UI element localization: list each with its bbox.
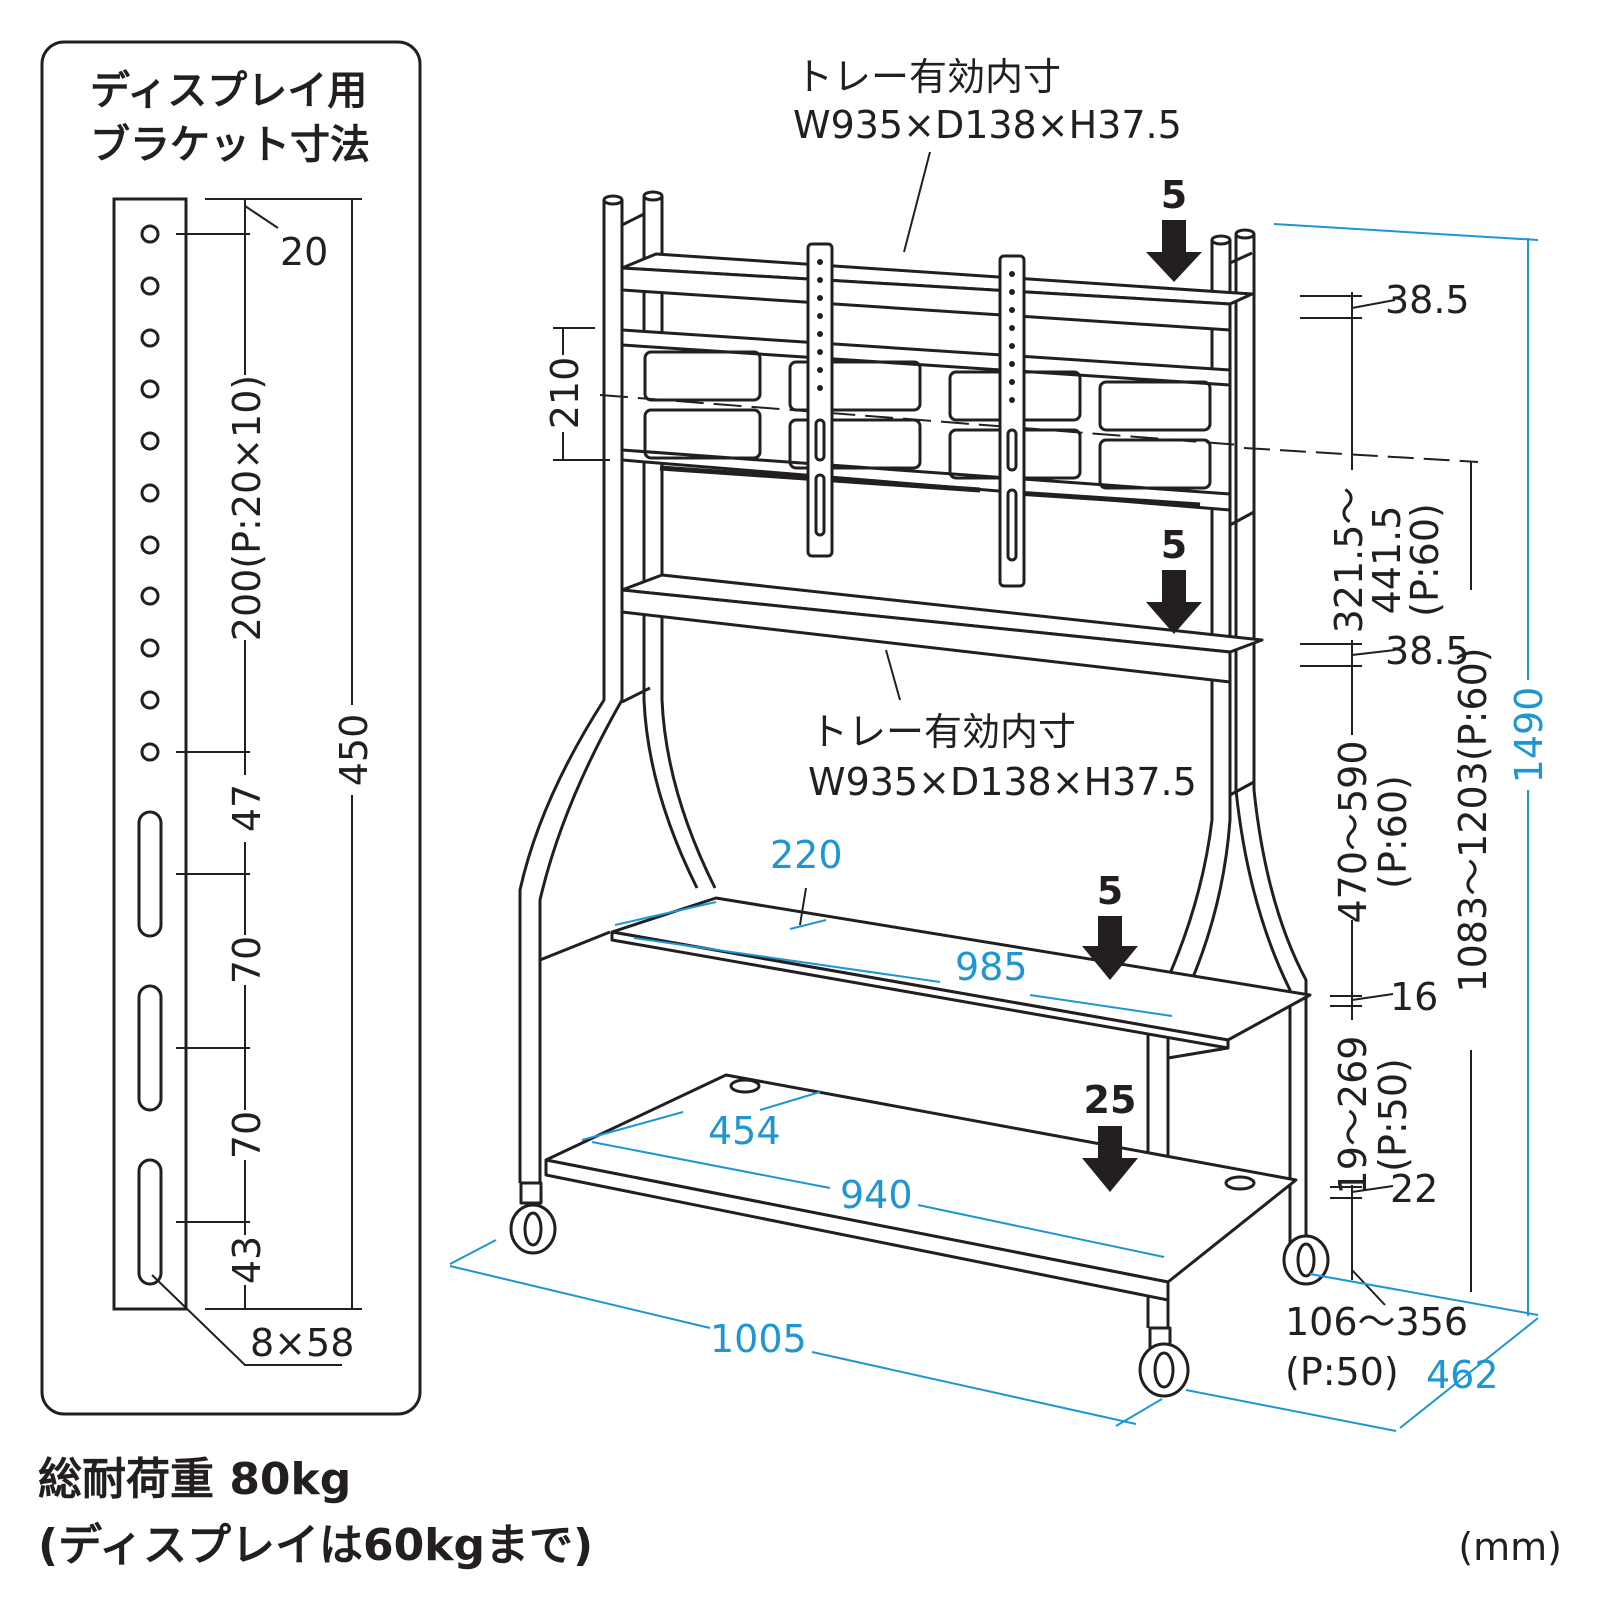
caster-right-back [1282, 1234, 1330, 1286]
dim-22: 22 [1390, 1167, 1438, 1211]
bracket-slots [137, 810, 163, 1286]
bracket-title-line1: ディスプレイ用 [90, 68, 367, 114]
dim-210-group: 210 [543, 327, 610, 461]
tray-callouts: トレー有効内寸 W935×D138×H37.5 トレー有効内寸 W935×D13… [793, 55, 1197, 804]
unit-label: (mm) [1458, 1525, 1562, 1569]
dim-321-line1: 321.5～ [1327, 487, 1371, 634]
dim-20: 20 [280, 230, 328, 274]
upper-tray-label-line2: W935×D138×H37.5 [793, 103, 1182, 147]
dim-470-line2: (P:60) [1371, 775, 1415, 889]
bracket-dim-lines [151, 198, 362, 1366]
right-vertical-dims: 38.5 38.5 321.5～ 441.5 (P:60) 470～590 (P… [1243, 278, 1495, 1394]
lower-tray-label-line2: W935×D138×H37.5 [808, 760, 1197, 804]
casters [509, 1181, 1330, 1398]
load-arrow-top: 5 [1146, 173, 1202, 282]
middle-tray [620, 573, 1264, 684]
dim-220-leader [799, 887, 807, 926]
dim-321-line2: 441.5 [1365, 506, 1409, 615]
dim-321-line3: (P:60) [1403, 503, 1447, 617]
dim-985: 985 [955, 945, 1028, 989]
stand-drawing [509, 190, 1330, 1398]
dim-47: 47 [225, 784, 269, 832]
dim-454: 454 [708, 1109, 781, 1153]
footer: 総耐荷重 80kg (ディスプレイは60kgまで) (mm) [38, 1454, 1562, 1571]
dim-470-line1: 470～590 [1331, 740, 1375, 923]
middle-shelf [610, 896, 1312, 1060]
left-front-post [518, 194, 651, 1183]
dim-106-line1: 106～356 [1285, 1300, 1468, 1344]
dim-19-line2: (P:50) [1371, 1058, 1415, 1172]
load-arrows: 5 5 5 25 [1082, 173, 1202, 1192]
bracket-panel: ディスプレイ用 ブラケット寸法 [40, 40, 422, 1416]
right-back-post [1234, 228, 1308, 1244]
lower-tray-leader [885, 649, 901, 701]
dim-19-line1: 19～269 [1331, 1036, 1375, 1195]
bracket-title-line2: ブラケット寸法 [90, 122, 370, 168]
blue-dims: 1490 220 985 454 940 1005 462 [449, 223, 1551, 1432]
dim-210-label: 210 [543, 357, 587, 430]
dim-38-5-top: 38.5 [1385, 278, 1470, 322]
load-arrow-bottom: 25 [1082, 1078, 1138, 1192]
caster-left-front [509, 1181, 557, 1255]
display-load-note: (ディスプレイは60kgまで) [38, 1520, 593, 1571]
dim-38-5-mid: 38.5 [1385, 629, 1470, 673]
dim-462: 462 [1426, 1353, 1499, 1397]
load-shelf-value: 5 [1097, 869, 1123, 913]
dim-220: 220 [770, 833, 843, 877]
dim-940: 940 [840, 1173, 913, 1217]
top-tray [620, 252, 1254, 332]
dim-1005: 1005 [710, 1317, 807, 1361]
dim-43: 43 [225, 1236, 269, 1284]
upper-tray-leader [903, 151, 931, 253]
load-arrow-shelf: 5 [1082, 869, 1138, 980]
load-arrow-mid: 5 [1146, 523, 1202, 634]
load-bottom-value: 25 [1084, 1078, 1137, 1122]
upper-tray-label-line1: トレー有効内寸 [795, 55, 1061, 99]
mount-bracket-arms [806, 242, 1026, 588]
total-load-label: 総耐荷重 80kg [38, 1454, 351, 1505]
bottom-shelf [544, 1073, 1298, 1302]
lower-tray-label-line1: トレー有効内寸 [810, 710, 1076, 754]
mount-frame [599, 328, 1241, 512]
load-top-value: 5 [1161, 173, 1187, 217]
caster-right-front [1138, 1326, 1190, 1398]
dim-450: 450 [332, 714, 376, 787]
dim-70-upper: 70 [225, 936, 269, 984]
load-mid-value: 5 [1161, 523, 1187, 567]
bracket-panel-frame [40, 40, 422, 1416]
dim-200-pitch: 200(P:20×10) [225, 375, 269, 641]
dim-1490: 1490 [1507, 687, 1551, 784]
bracket-holes [140, 224, 160, 762]
dim-70-lower: 70 [225, 1111, 269, 1159]
dim-106-line2: (P:50) [1285, 1350, 1399, 1394]
slot-size-label: 8×58 [250, 1321, 354, 1365]
dim-1083: 1083～1203(P:60) [1451, 647, 1495, 992]
dim-16: 16 [1390, 975, 1438, 1019]
